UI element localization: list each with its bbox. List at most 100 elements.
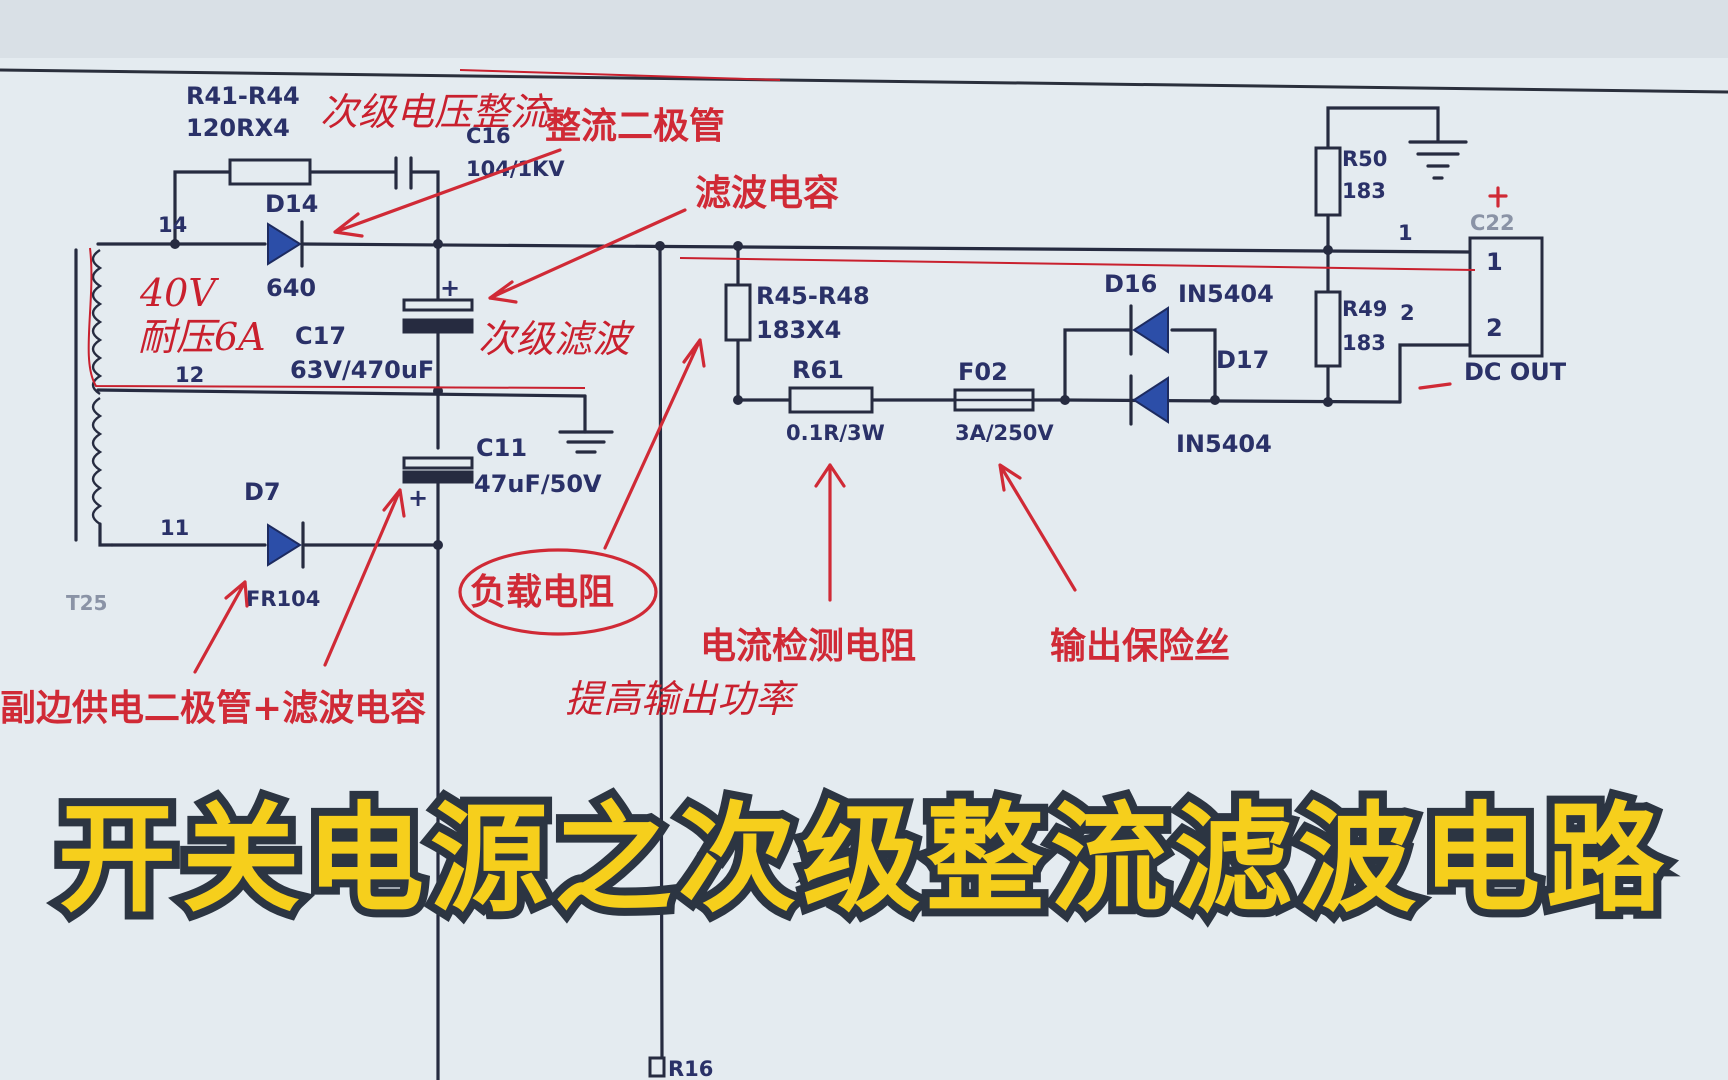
note-secondary-filter: 次级滤波	[478, 317, 635, 361]
wire-ground-rail	[96, 388, 587, 398]
note-rectifier-diode: 整流二极管	[545, 106, 725, 147]
circuit-wires	[96, 106, 1492, 1080]
resistor-r41-r44	[228, 158, 312, 186]
d14-value-label: 640	[266, 274, 316, 302]
capacitor-c17: +	[402, 274, 474, 334]
note-efficiency: 提高输出功率	[565, 677, 798, 721]
junction-9	[1323, 245, 1333, 255]
junction-4	[733, 241, 743, 251]
junction-11	[433, 540, 443, 550]
d14-triangle	[267, 222, 302, 266]
resistor-r45-r48	[724, 283, 752, 342]
red-plus-mark	[1488, 186, 1508, 208]
fuse-f02	[953, 388, 1035, 412]
pin-11-label: 11	[160, 516, 189, 540]
note-top-handwritten: 次级电压整流	[320, 90, 553, 134]
red-dash-dcout	[1418, 382, 1452, 390]
r50-value-label: 183	[1342, 179, 1386, 203]
transformer-secondary: T25	[66, 248, 114, 615]
resistor-r61	[788, 386, 874, 414]
red-trace-output	[679, 257, 1476, 271]
c22-ref-label: C22	[1470, 211, 1515, 235]
note-load-resistor: 负载电阻	[470, 572, 614, 613]
c16-ref-label: C16	[466, 124, 511, 148]
f02-ref-label: F02	[958, 358, 1008, 386]
connector-c22: C22 1 2 DC OUT	[1464, 211, 1567, 386]
red-annotations: 次级电压整流 整流二极管 滤波电容 40V 耐压6A 次级滤波 负载电阻 电流检…	[0, 69, 1508, 729]
load-resistor-ellipse	[458, 548, 658, 636]
c22-dcout-label: DC OUT	[1464, 358, 1567, 386]
arrow-aux-diode	[193, 580, 249, 674]
capacitor-c11: +	[402, 456, 474, 512]
c22-pin1-label: 1	[1486, 248, 1503, 276]
wire-snubber-top	[173, 170, 232, 246]
c11-plate-bottom	[402, 470, 474, 484]
c17-ref-label: C17	[295, 322, 346, 350]
arrow-rectifier	[333, 148, 562, 238]
wire-d16-out	[1170, 328, 1217, 402]
d7-ref-label: D7	[244, 478, 281, 506]
bottom-ref-label: R16	[668, 1057, 713, 1080]
c17-value-label: 63V/470uF	[290, 356, 434, 384]
wire-d16-loop	[1063, 328, 1132, 402]
red-trace-positive	[87, 247, 586, 389]
d7-triangle	[267, 523, 302, 567]
arrow-current-sense	[814, 463, 846, 602]
d17-ref-label: D17	[1216, 346, 1269, 374]
junction-7	[1060, 395, 1070, 405]
transformer-coil-lower-link	[98, 522, 114, 547]
r45-value-label: 183X4	[756, 316, 841, 344]
junction-8	[1210, 395, 1220, 405]
d7-value-label: FR104	[246, 587, 320, 611]
junction-5	[433, 386, 443, 396]
r41-ref-label: R41-R44	[186, 82, 300, 110]
d16-ref-label: D16	[1104, 270, 1157, 298]
r61-ref-label: R61	[792, 356, 844, 384]
c11-ref-label: C11	[476, 434, 527, 462]
r45-ref-label: R45-R48	[756, 282, 870, 310]
diode-d17	[1129, 374, 1169, 426]
arrow-output-fuse	[998, 463, 1077, 592]
video-caption: 开关电源之次级整流滤波电路	[58, 790, 1670, 928]
arrow-filter-cap	[488, 208, 687, 304]
c11-plus: +	[408, 484, 428, 512]
transformer-coil-upper	[91, 248, 103, 396]
note-filter-cap: 滤波电容	[695, 173, 839, 214]
wire-output-rail-4	[1063, 398, 1402, 404]
junction-1	[170, 239, 180, 249]
r49-value-label: 183	[1342, 331, 1386, 355]
c17-plate-bottom	[402, 318, 474, 334]
paper-top-edge	[0, 68, 1728, 94]
wire-r50-top	[1326, 106, 1440, 150]
c17-plate-top	[402, 298, 474, 312]
wire-positive-rail-2	[300, 242, 1472, 254]
resistor-r49	[1314, 290, 1342, 368]
note-aux-supply: 副边供电二极管+滤波电容	[0, 688, 426, 729]
capacitor-c16	[394, 156, 413, 190]
net-1-label: 1	[1398, 221, 1413, 245]
red-trace-top	[459, 69, 781, 81]
paper-sheet	[0, 55, 1728, 1080]
junction-3	[655, 241, 665, 251]
junction-6	[733, 395, 743, 405]
wire-vertical-660	[658, 244, 664, 1062]
arrow-load-resistor	[603, 338, 706, 550]
note-current-sense: 电流检测电阻	[700, 626, 916, 667]
diode-d7	[267, 521, 305, 569]
r61-value-label: 0.1R/3W	[786, 421, 885, 445]
ground-symbol-right	[1408, 140, 1468, 180]
c22-pin2-label: 2	[1486, 314, 1503, 342]
arrow-aux-cap	[323, 488, 406, 667]
r41-value-label: 120RX4	[186, 114, 290, 142]
d16-value-label: IN5404	[1178, 280, 1274, 308]
c11-value-label: 47uF/50V	[474, 470, 602, 498]
d17-value-label: IN5404	[1176, 430, 1272, 458]
diode-d14	[267, 220, 304, 268]
r49-ref-label: R49	[1342, 297, 1387, 321]
c11-plate-top	[402, 456, 474, 470]
junction-2	[433, 239, 443, 249]
diode-d16	[1129, 304, 1169, 356]
c17-plus: +	[440, 274, 460, 302]
note-voltage-2: 耐压6A	[138, 315, 266, 359]
net-2-label: 2	[1400, 301, 1415, 325]
